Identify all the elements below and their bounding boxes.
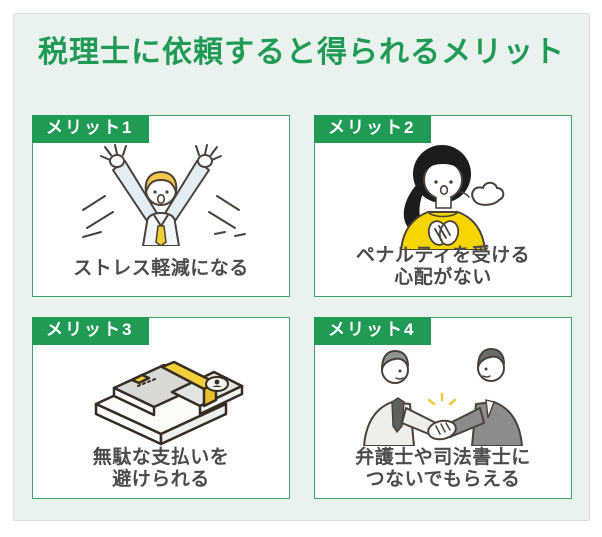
- merit-4-tag: メリット4: [314, 317, 432, 345]
- caption-line: つないでもらえる: [365, 469, 521, 491]
- caption-line: 弁護士や司法書士に: [355, 447, 531, 469]
- relieved-woman-icon: [343, 138, 543, 255]
- caption-line: ストレス軽減になる: [73, 258, 249, 280]
- merits-panel: 税理士に依頼すると得られるメリット メリット1: [13, 13, 590, 521]
- page-title: 税理士に依頼すると得られるメリット: [38, 36, 565, 69]
- merit-card-2: メリット2: [314, 115, 572, 297]
- handshake-businessmen-icon: [328, 342, 558, 451]
- merit-card-3: メリット3: [32, 317, 290, 499]
- money-bundles-icon: [76, 346, 246, 451]
- merit-2-tag: メリット2: [314, 115, 432, 143]
- merit-3-tag: メリット3: [32, 317, 150, 345]
- caption-line: ペナルティを受ける: [355, 245, 531, 267]
- merit-1-tag: メリット1: [32, 115, 150, 143]
- merit-4-caption: 弁護士や司法書士に つないでもらえる: [315, 447, 571, 491]
- merit-card-1: メリット1: [32, 115, 290, 297]
- merit-2-caption: ペナルティを受ける 心配がない: [315, 245, 571, 289]
- caption-line: 無駄な支払いを: [92, 447, 230, 469]
- merit-3-caption: 無駄な支払いを 避けられる: [33, 447, 289, 491]
- caption-line: 避けられる: [112, 469, 210, 491]
- cheering-person-icon: [51, 142, 271, 251]
- merit-card-4: メリット4: [314, 317, 572, 499]
- caption-line: 心配がない: [394, 267, 492, 289]
- merit-1-caption: ストレス軽減になる: [33, 258, 289, 280]
